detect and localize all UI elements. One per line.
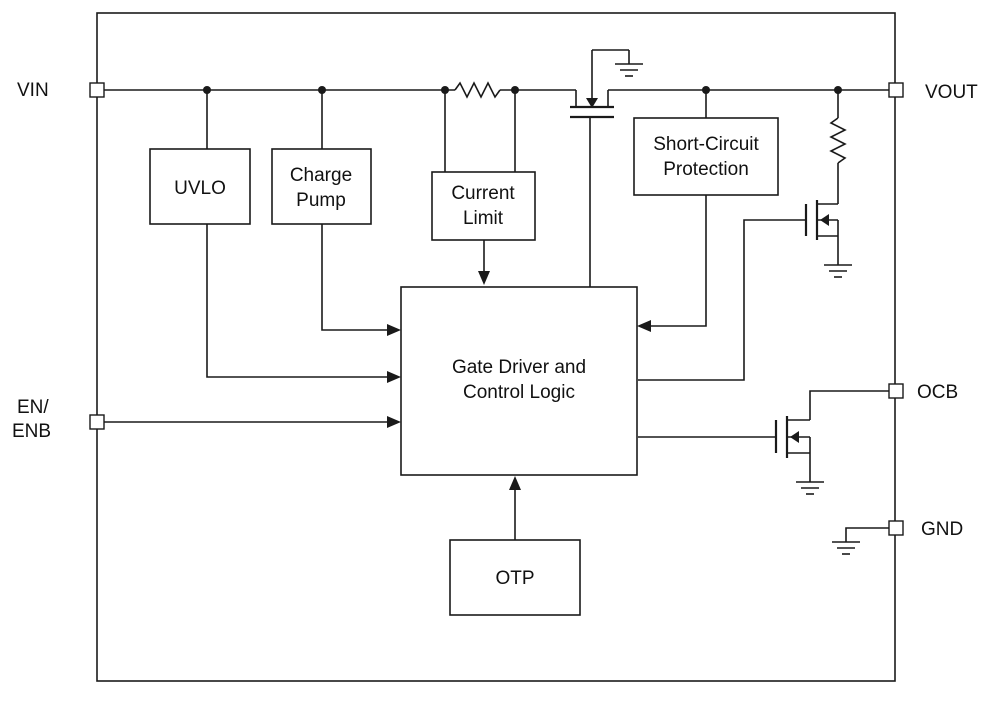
ocb-mosfet (638, 390, 889, 495)
vout-pin-label: VOUT (925, 82, 978, 103)
gnd-pin-label: GND (921, 519, 963, 540)
vin-rail (104, 81, 576, 99)
vout-pin-pad (888, 82, 904, 98)
gnd-connection (832, 527, 889, 555)
uvlo-label: UVLO (174, 178, 226, 199)
gate-driver-control-logic-block (400, 286, 638, 476)
en-pin-label: EN/ (17, 397, 49, 418)
charge-pump-label: Charge (290, 165, 352, 186)
charge-pump-block (271, 148, 372, 225)
short-circuit-protection-block (633, 117, 779, 196)
gate-driver-label: Gate Driver and (452, 357, 586, 378)
sense-resistor (454, 81, 501, 99)
ocb-pin-pad (888, 383, 904, 399)
enb-pin-label: ENB (12, 421, 51, 442)
current-limit-label: Limit (463, 208, 504, 229)
discharge-resistor (829, 117, 847, 164)
gnd-pin-pad (888, 520, 904, 536)
charge-pump-label: Pump (296, 190, 346, 211)
vin-pin-label: VIN (17, 80, 49, 101)
pass-mosfet (570, 49, 643, 287)
current-limit-label: Current (451, 183, 515, 204)
short-circuit-label: Protection (663, 159, 749, 180)
en-pin-pad (89, 414, 105, 430)
discharge-path (638, 90, 852, 381)
ocb-pin-label: OCB (917, 382, 958, 403)
otp-label: OTP (495, 568, 534, 589)
short-circuit-label: Short-Circuit (653, 134, 759, 155)
otp-block (449, 539, 581, 616)
uvlo-block (149, 148, 251, 225)
gate-driver-label: Control Logic (463, 382, 575, 403)
vin-pin-pad (89, 82, 105, 98)
chip-outline (96, 12, 896, 682)
